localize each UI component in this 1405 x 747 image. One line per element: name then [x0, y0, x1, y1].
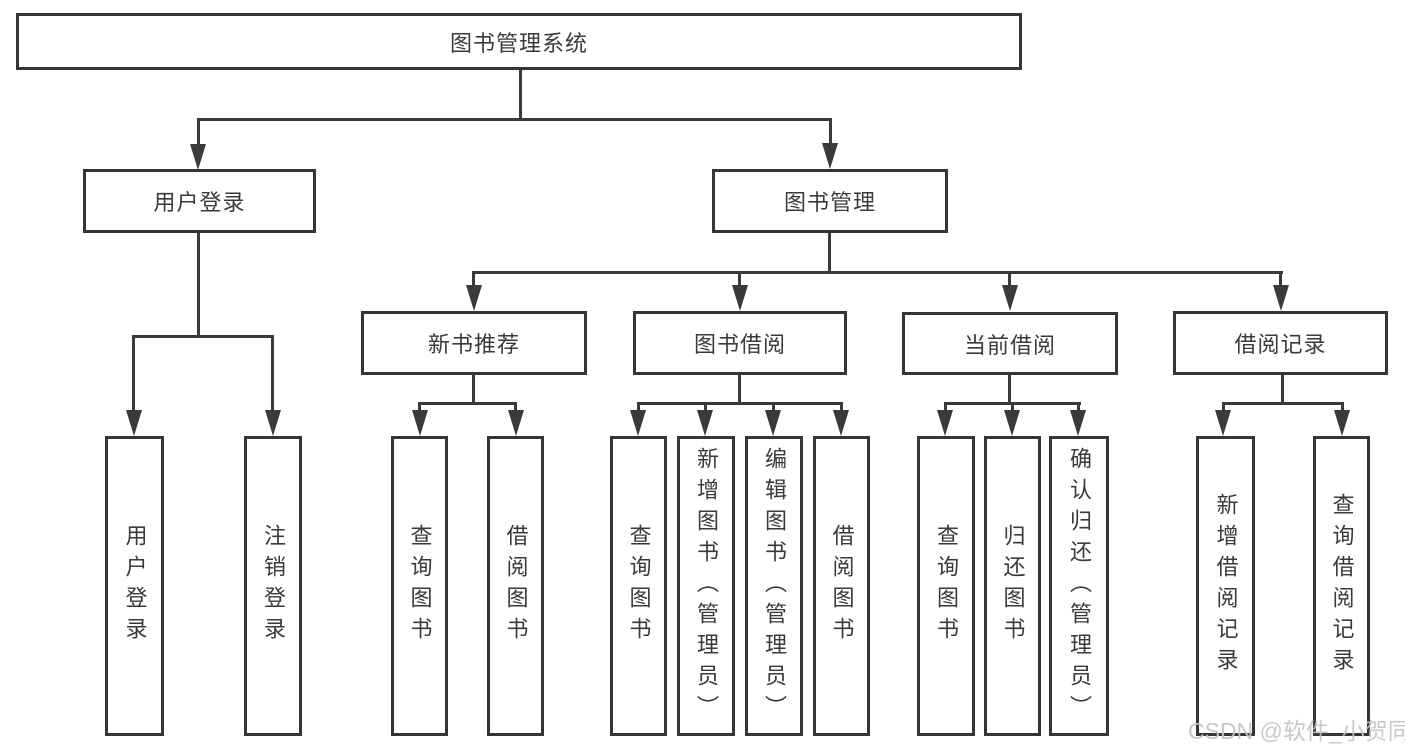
leaf-return-books: 归还图书 [984, 436, 1041, 736]
leaf-query-books-3: 查询图书 [917, 436, 975, 736]
leaf-label: 查询图书 [407, 524, 433, 648]
connector-line [519, 69, 522, 118]
leaf-add-borrow-record: 新增借阅记录 [1196, 436, 1255, 736]
connector-line [704, 402, 707, 412]
node-library-management-system: 图书管理系统 [16, 13, 1022, 70]
leaf-query-borrow-record: 查询借阅记录 [1313, 436, 1370, 736]
connector-line [418, 402, 421, 412]
leaf-logout: 注销登录 [244, 436, 302, 736]
arrowhead-icon [126, 410, 142, 436]
leaf-label: 新增图书（管理员） [694, 446, 719, 726]
connector-line [1281, 375, 1284, 404]
connector-line [132, 335, 135, 412]
arrowhead-icon [265, 410, 281, 436]
node-book-management: 图书管理 [712, 169, 948, 233]
connector-line [738, 374, 741, 404]
connector-line [132, 335, 274, 338]
leaf-borrow-books-2: 借阅图书 [813, 436, 870, 736]
leaf-label: 借阅图书 [503, 524, 529, 648]
connector-line [514, 402, 517, 412]
arrowhead-icon [833, 410, 849, 436]
leaf-borrow-books-1: 借阅图书 [487, 436, 544, 736]
leaf-confirm-return-admin: 确认归还（管理员） [1049, 436, 1109, 736]
leaf-label: 注销登录 [261, 524, 286, 648]
arrowhead-icon [1002, 285, 1018, 311]
arrowhead-icon [630, 410, 646, 436]
arrowhead-icon [937, 410, 953, 436]
leaf-label: 新增借阅记录 [1213, 493, 1239, 679]
connector-line [472, 271, 475, 285]
arrowhead-icon [697, 410, 713, 436]
connector-line [472, 271, 1283, 274]
connector-line [637, 402, 843, 405]
leaf-label: 查询图书 [934, 524, 959, 648]
node-book-borrowing: 图书借阅 [633, 311, 847, 375]
leaf-add-books-admin: 新增图书（管理员） [677, 436, 735, 736]
arrowhead-icon [822, 143, 838, 169]
arrowhead-icon [765, 410, 781, 436]
arrowhead-icon [1004, 410, 1020, 436]
connector-line [1341, 402, 1344, 412]
csdn-watermark: CSDN @软件_小贺同学 [1188, 718, 1405, 744]
arrowhead-icon [1215, 410, 1231, 436]
leaf-label: 编辑图书（管理员） [762, 446, 787, 726]
leaf-label: 查询图书 [626, 524, 652, 648]
connector-line [472, 374, 475, 404]
leaf-query-books-2: 查询图书 [610, 436, 667, 736]
leaf-label: 用户登录 [122, 524, 148, 648]
connector-line [828, 232, 831, 273]
connector-line [1008, 375, 1011, 404]
arrowhead-icon [1273, 285, 1289, 311]
arrowhead-icon [412, 410, 428, 436]
leaf-user-login: 用户登录 [105, 436, 164, 736]
connector-line [1077, 402, 1080, 412]
arrowhead-icon [1334, 410, 1350, 436]
leaf-label: 查询借阅记录 [1329, 493, 1355, 679]
connector-line [1279, 271, 1282, 285]
connector-line [840, 402, 843, 412]
connector-line [1222, 402, 1225, 412]
connector-line [637, 402, 640, 412]
arrowhead-icon [1070, 410, 1086, 436]
node-current-borrowing: 当前借阅 [902, 312, 1118, 375]
leaf-label: 借阅图书 [829, 524, 855, 648]
connector-line [197, 118, 200, 146]
node-borrowing-records: 借阅记录 [1173, 311, 1388, 375]
connector-line [1008, 271, 1011, 285]
arrowhead-icon [732, 285, 748, 311]
leaf-query-books-1: 查询图书 [391, 436, 448, 736]
connector-line [271, 335, 274, 412]
node-user-login: 用户登录 [83, 169, 316, 233]
leaf-label: 归还图书 [1000, 524, 1026, 648]
connector-line [1222, 402, 1344, 405]
connector-line [738, 271, 741, 285]
connector-line [197, 118, 832, 121]
node-new-book-recommendation: 新书推荐 [361, 311, 587, 375]
connector-line [772, 402, 775, 412]
arrowhead-icon [466, 285, 482, 311]
connector-line [1011, 402, 1014, 412]
connector-line [944, 402, 947, 412]
leaf-label: 确认归还（管理员） [1067, 446, 1092, 726]
connector-line [829, 118, 832, 146]
arrowhead-icon [190, 144, 206, 170]
arrowhead-icon [508, 410, 524, 436]
leaf-edit-books-admin: 编辑图书（管理员） [745, 436, 803, 736]
connector-line [418, 402, 517, 405]
connector-line [197, 233, 200, 337]
